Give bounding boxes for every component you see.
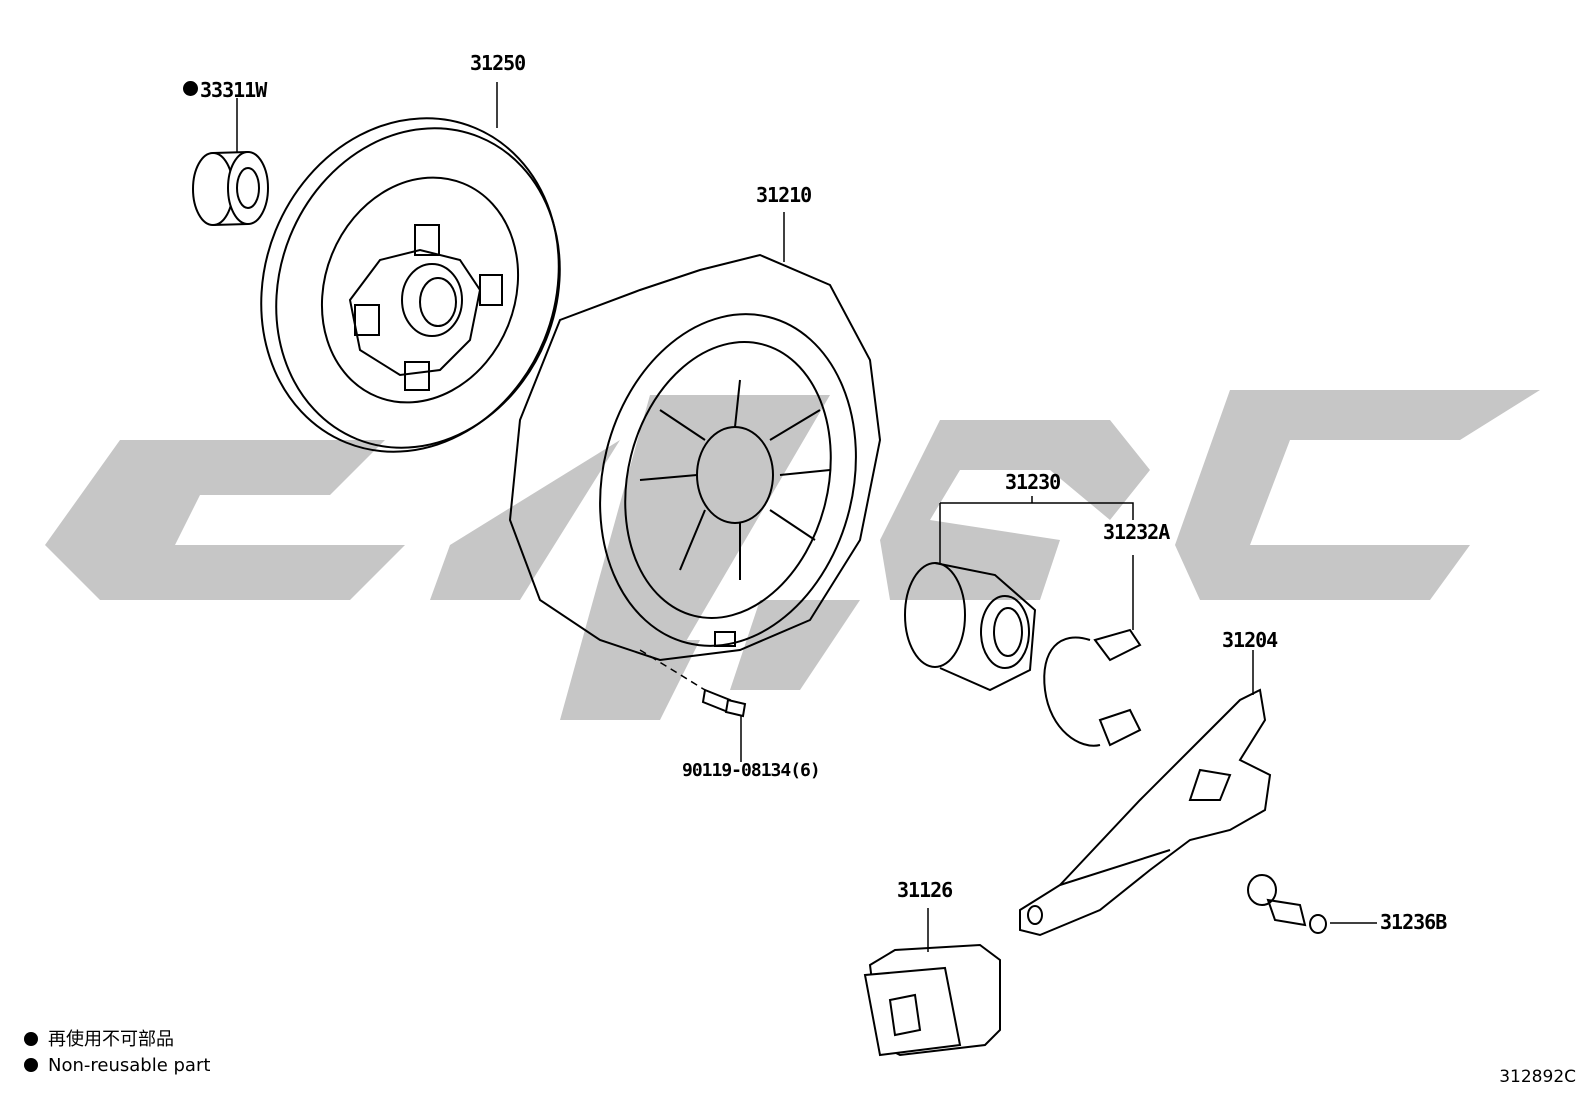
watermark-logo	[45, 390, 1540, 720]
release-fork-drawing	[1019, 688, 1272, 937]
clutch-disc-drawing	[260, 117, 561, 453]
cover-bolt-drawing	[701, 688, 747, 718]
part-label-31230[interactable]: 31230	[1005, 470, 1061, 494]
part-label-31210[interactable]: 31210	[756, 183, 812, 207]
pilot-bearing-drawing	[192, 151, 269, 226]
part-label-31204[interactable]: 31204	[1222, 628, 1278, 652]
part-label-90119-08134[interactable]: 90119-08134(6)	[682, 760, 821, 781]
part-label-31250[interactable]: 31250	[470, 51, 526, 75]
legend-en: Non-reusable part	[24, 1057, 210, 1075]
fork-boot-drawing	[863, 943, 1001, 1057]
clutch-cover-drawing	[508, 253, 882, 662]
bracket-31230	[939, 496, 1134, 563]
legend-jp: 再使用不可部品	[24, 1031, 174, 1049]
part-label-31236b[interactable]: 31236B	[1380, 910, 1447, 934]
part-label-31126[interactable]: 31126	[897, 878, 953, 902]
hub-clip-drawing	[1043, 628, 1142, 747]
part-label-33311w[interactable]: 33311W	[183, 80, 267, 100]
non-reusable-dot-icon	[183, 81, 198, 96]
ball-stud-drawing	[1247, 874, 1327, 934]
part-label-31232a[interactable]: 31232A	[1103, 520, 1170, 544]
bullet-dot-icon	[24, 1032, 38, 1046]
release-bearing-drawing	[904, 562, 1037, 692]
diagram-code: 312892C	[1499, 1067, 1576, 1087]
bullet-dot-icon	[24, 1058, 38, 1072]
leader-bolt-dashed	[639, 649, 706, 691]
